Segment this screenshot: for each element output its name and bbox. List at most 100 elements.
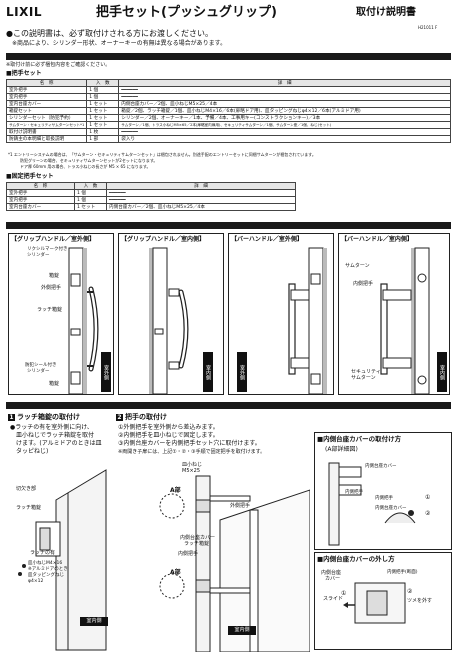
table-header: 名 称 bbox=[5, 79, 88, 87]
label-notch: 切欠き部 bbox=[16, 486, 37, 492]
table-header: 詳 細 bbox=[106, 182, 296, 190]
view-title: 【グリップハンドル／室外側】 bbox=[11, 236, 96, 243]
label-outside-handle: 外側把手 bbox=[230, 503, 251, 509]
parts-note: ※取付け前に必ず梱包内容をご確認ください。 bbox=[6, 62, 111, 68]
label-cover: 内側台座カバー bbox=[365, 464, 397, 469]
label-screw: 皿小ねじ bbox=[182, 462, 203, 468]
step1-desc: 皿小ねじでラッチ箱錠を取付 bbox=[16, 432, 95, 439]
grip-inside-illustration bbox=[149, 247, 189, 395]
label-lockbox: 箱錠 bbox=[49, 273, 60, 279]
label-screw-size: M5×25 bbox=[182, 468, 201, 474]
table-header: 名 称 bbox=[6, 182, 75, 190]
table-header: 詳 細 bbox=[118, 79, 451, 87]
label-lockbox-2: 箱錠 bbox=[49, 381, 60, 387]
label-tapping-screw: 皿タッピングねじ bbox=[28, 573, 64, 578]
set2-heading: ■固定把手セット bbox=[6, 173, 54, 180]
step1-desc: けます。(アルミドアのときは皿 bbox=[16, 440, 102, 447]
view-grip-inside: 【グリップハンドル／室内側】 室内側 bbox=[118, 233, 224, 395]
side-badge: 室内側 bbox=[437, 352, 447, 392]
label-release-claw: ツメを外す bbox=[407, 598, 433, 604]
set1-note-1: *1 エントリーシステムの場合は、「サムターン・セキュリティサムターンセット」は… bbox=[8, 152, 316, 157]
brand-logo: LIXIL bbox=[6, 5, 42, 19]
label-security: セキュリティ bbox=[351, 369, 381, 375]
label-cylinder: シリンダー bbox=[27, 253, 50, 258]
label-cover-2: 内側台座カバー bbox=[375, 506, 407, 511]
label-inside-handle: 内側把手 bbox=[345, 490, 363, 495]
label-cover: 内側台座 bbox=[321, 570, 342, 576]
cover-remove-illustration bbox=[343, 582, 406, 624]
label-mark-cylinder: リクシルマーク付き bbox=[27, 247, 68, 252]
label-screw: 皿小ねじM4×16 bbox=[28, 561, 63, 566]
set1-note-3: ドア厚 60mm 用の場合、トラス小ねじの長さが M5 × 65 になります。 bbox=[20, 164, 151, 169]
label-thumbturn: サムターン bbox=[345, 263, 370, 269]
panel-title: ■内側台座カバーの外し方 bbox=[317, 555, 395, 563]
label-inside-handle: 内側把手 bbox=[178, 551, 199, 557]
step2-desc: ①外側把手を室外側から差込みます。 bbox=[118, 424, 219, 431]
table-header: 入 数 bbox=[74, 182, 107, 190]
label-part-a-2: A部 bbox=[170, 569, 181, 576]
label-slide: スライド bbox=[323, 596, 344, 602]
complete-section-header: ■取付け完成図 bbox=[6, 222, 451, 239]
view-title: 【バーハンドル／室内側】 bbox=[341, 236, 413, 243]
label-handle-section: 内側把手(断面) bbox=[387, 570, 418, 575]
label-sealed-cylinder: 防犯シール付き bbox=[25, 363, 57, 368]
label-inside-handle-2: 内側把手 bbox=[375, 496, 393, 501]
step2-desc: ※両開き子扉には、上記①・②・③手順で固定把手を取付けます。 bbox=[118, 449, 266, 455]
bar-outside-illustration bbox=[288, 247, 327, 395]
side-badge: 室内側 bbox=[80, 617, 108, 626]
label-cover-2: カバー bbox=[325, 576, 341, 582]
bar-inside-illustration bbox=[380, 247, 430, 395]
set1-note-2: 防犯グリーンの場合、セキュリティサムターンセットが2セットになります。 bbox=[20, 158, 158, 163]
step1-desc: ●ラッチの有を室外側に向け、 bbox=[10, 424, 93, 431]
page-title: 把手セット(プッシュグリップ) bbox=[96, 5, 277, 20]
step-marker: ① bbox=[425, 494, 431, 501]
panel-title: ■内側台座カバーの取付け方 bbox=[317, 435, 402, 443]
side-badge: 室外側 bbox=[101, 352, 111, 392]
table-row: シリンダーセット（防犯予約）1 セットシリンダー／2個、オーナーキー／1本、予備… bbox=[5, 114, 451, 122]
intro-line-2: ※商品により、シリンダー形状、オーナーキーの有無は異なる場合があります。 bbox=[12, 40, 227, 47]
view-bar-outside: 【バーハンドル／室外側】 室外側 bbox=[228, 233, 334, 395]
intro-line-1: ●この説明書は、必ず取付けされる方にお渡しください。 bbox=[6, 29, 213, 38]
cover-install-illustration bbox=[328, 462, 416, 546]
view-grip-outside: 【グリップハンドル／室外側】 リクシルマーク付き シリンダー 箱錠 外側把手 ラ… bbox=[8, 233, 114, 395]
step2-desc: ③内側台座カバーを内側把手セット穴に取付けます。 bbox=[118, 440, 261, 447]
side-badge: 室外側 bbox=[237, 352, 247, 392]
table-header: 入 数 bbox=[86, 79, 120, 87]
step2-desc: ②内側把手を皿小ねじで固定します。 bbox=[118, 432, 219, 439]
step-marker: ② bbox=[407, 588, 413, 595]
view-title: 【バーハンドル／室外側】 bbox=[231, 236, 303, 243]
label-aluminum-note: ※アルミドアのとき bbox=[28, 567, 68, 572]
panel-subtitle: (A部詳細図) bbox=[325, 446, 358, 453]
step1-desc: タッピねじ) bbox=[16, 448, 49, 455]
panel-cover-install: ■内側台座カバーの取付け方 (A部詳細図) 内側台座カバー 内側把手 内側把手 … bbox=[314, 432, 452, 550]
label-inside-handle: 内側把手 bbox=[353, 281, 374, 287]
label-latch-lockbox: ラッチ箱錠 bbox=[16, 505, 42, 511]
label-latch-lockbox: ラッチ箱錠 bbox=[37, 307, 63, 313]
label-cover: 内側台座カバー bbox=[180, 535, 216, 541]
panel-cover-remove: ■内側台座カバーの外し方 内側台座 カバー 内側把手(断面) スライド ツメを外… bbox=[314, 552, 452, 650]
label-cylinder-2: シリンダー bbox=[27, 369, 50, 374]
set1-heading: ■把手セット bbox=[6, 70, 42, 77]
side-badge: 室内側 bbox=[203, 352, 213, 392]
parts-section-header: ■梱包明細 bbox=[6, 53, 451, 70]
step2-illustration bbox=[159, 475, 310, 652]
label-security-thumbturn: サムターン bbox=[351, 375, 376, 381]
label-latch-direction: ラッチの有 bbox=[30, 550, 56, 556]
label-latch-lockbox: ラッチ箱錠 bbox=[184, 541, 210, 547]
step-marker: ① bbox=[341, 590, 347, 597]
view-bar-inside: 【バーハンドル／室内側】 サムターン 内側把手 セキュリティ サムターン 室内側 bbox=[338, 233, 450, 395]
doc-code: H21011 F bbox=[418, 25, 438, 30]
